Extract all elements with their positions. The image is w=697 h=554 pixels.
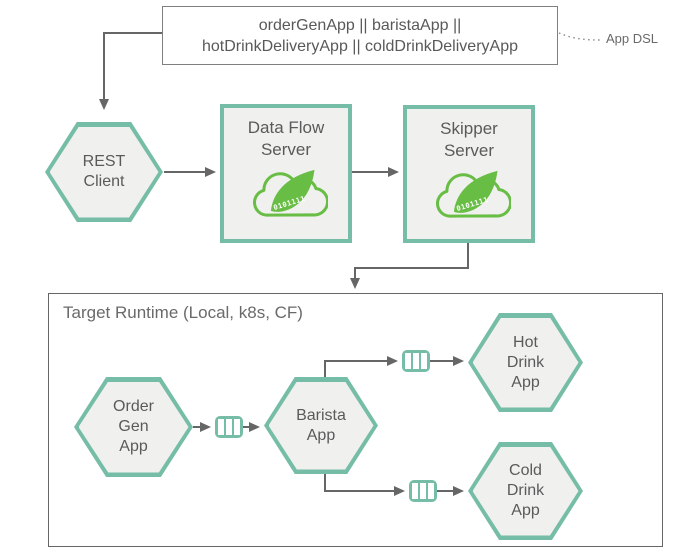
annotation-leader-line <box>558 32 601 41</box>
message-queue-icon <box>409 480 437 502</box>
skipper-server-label: Skipper Server <box>440 118 498 162</box>
arrow-skipper-to-target-runtime <box>350 243 469 289</box>
label-line: Drink <box>506 482 545 499</box>
cold-drink-app-label: Cold Drink App <box>507 461 544 521</box>
message-queue-icon <box>215 416 243 438</box>
app-dsl-text-line2: hotDrinkDeliveryApp || coldDrinkDelivery… <box>202 37 518 55</box>
label-line: Order <box>113 398 154 415</box>
cold-drink-app-node: Cold Drink App <box>468 442 583 540</box>
label-line: Cold <box>509 462 542 479</box>
order-gen-app-node: Order Gen App <box>74 377 193 477</box>
label-line: Barista <box>296 406 346 424</box>
label-line: Server <box>260 140 312 159</box>
app-dsl-annotation: App DSL <box>606 31 659 46</box>
rest-client-node: REST Client <box>45 122 163 222</box>
app-dsl-box: orderGenApp || baristaApp || hotDrinkDel… <box>162 6 558 65</box>
label-line: App <box>511 502 540 519</box>
label-line: App <box>306 426 336 444</box>
label-line: App <box>119 438 148 455</box>
spring-cloud-logo-icon: 0101111 <box>436 170 511 218</box>
label-line: REST <box>82 153 126 170</box>
hot-drink-app-label: Hot Drink App <box>507 333 544 393</box>
arrow-dsl-to-rest-client <box>99 32 162 110</box>
label-line: App <box>511 373 540 391</box>
app-dsl-text-line1: orderGenApp || baristaApp || <box>258 16 462 34</box>
target-runtime-title: Target Runtime (Local, k8s, CF) <box>63 303 303 322</box>
data-flow-server-label: Data Flow Server <box>248 117 325 161</box>
label-line: Client <box>83 173 125 190</box>
data-flow-server-node: Data Flow Server 0101111 <box>220 104 352 243</box>
message-queue-icon <box>402 350 430 372</box>
spring-leaf <box>453 170 498 213</box>
label-line: Skipper <box>440 119 498 138</box>
label-line: Hot <box>513 333 538 351</box>
barista-app-node: Barista App <box>264 377 378 474</box>
spring-leaf <box>270 169 315 212</box>
label-line: Gen <box>118 418 149 435</box>
rest-client-label: REST Client <box>83 152 126 192</box>
spring-cloud-logo-icon: 0101111 <box>253 169 328 217</box>
order-gen-app-label: Order Gen App <box>113 397 154 457</box>
skipper-server-node: Skipper Server 0101111 <box>403 105 535 243</box>
label-line: Server <box>443 141 495 160</box>
label-line: Drink <box>506 353 545 371</box>
barista-app-label: Barista App <box>296 406 346 446</box>
hot-drink-app-node: Hot Drink App <box>468 313 583 412</box>
label-line: Data Flow <box>247 118 325 137</box>
